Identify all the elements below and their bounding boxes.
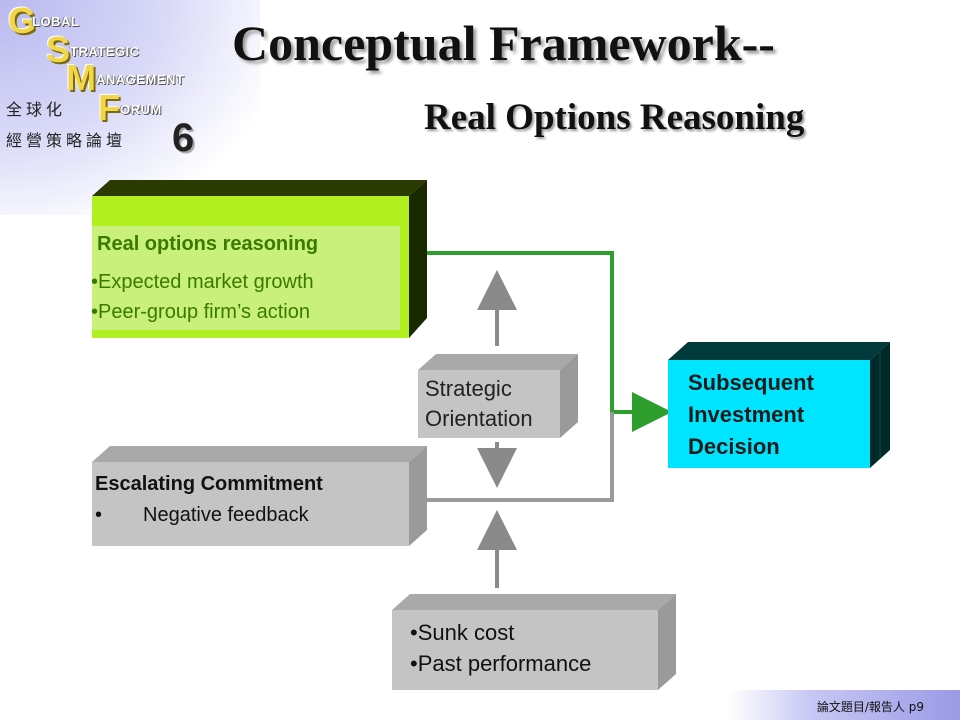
escalating-box-top (92, 446, 427, 462)
investment-box-top (668, 342, 890, 360)
footer-bar: 論文題目/報告人 p9 (728, 690, 960, 720)
logo-letter-m: M (66, 57, 96, 98)
logo-letter-s: S (46, 29, 71, 70)
footer-text: 論文題目/報告人 p9 (816, 700, 924, 714)
investment-box-front (668, 360, 870, 468)
sunk-cost-box-side (658, 594, 676, 690)
logo-word-anagement: ANAGEMENT (96, 72, 185, 87)
subsequent-investment-box (668, 342, 890, 468)
logo-letter-f: F (98, 87, 120, 128)
logo-number: 6 (172, 116, 195, 160)
sunk-cost-box (392, 594, 676, 690)
real-options-box-top (92, 180, 427, 196)
escalating-item-text: Negative feedback (143, 504, 309, 526)
escalating-box-side (409, 446, 427, 546)
investment-decision-line: Investment (688, 402, 805, 427)
escalating-commitment-item: • Negative feedback (95, 504, 309, 527)
real-options-box-inner (92, 226, 400, 330)
investment-decision-line: Subsequent (688, 370, 814, 395)
logo-word-lobal: LOBAL (32, 14, 80, 29)
escalating-commitment-title: Escalating Commitment (95, 473, 323, 495)
green-connector-arrow (427, 251, 672, 432)
investment-decision-line: Decision (688, 434, 780, 459)
logo-word-orum: ORUM (120, 102, 162, 117)
sunk-cost-item: •Sunk cost (410, 620, 515, 645)
strategic-box-side (560, 354, 578, 438)
logo-cjk-line1: 全球化 (6, 100, 67, 119)
slide-title: Conceptual Framework-- (232, 15, 775, 71)
sunk-cost-item: •Past performance (410, 651, 592, 676)
real-options-item: •Peer-group firm’s action (91, 301, 310, 323)
real-options-title: Real options reasoning (97, 233, 319, 255)
logo-background (0, 0, 260, 215)
strategic-orientation-line: Orientation (425, 406, 533, 431)
real-options-box (92, 180, 427, 338)
sunk-cost-box-top (392, 594, 676, 610)
logo-cjk-line2: 經營策略論壇 (6, 131, 127, 150)
sunk-cost-box-front (392, 610, 658, 690)
escalating-box-front (92, 462, 409, 546)
bullet: • (95, 504, 103, 526)
strategic-box-front (418, 370, 560, 438)
gray-connector-line (409, 412, 614, 502)
strategic-orientation-box (418, 354, 578, 438)
strategic-orientation-line: Strategic (425, 376, 512, 401)
real-options-box-side (409, 180, 427, 338)
strategic-box-top (418, 354, 578, 370)
real-options-item: •Expected market growth (91, 271, 314, 293)
logo-letter-g: G (8, 0, 37, 41)
escalating-commitment-box (92, 446, 427, 546)
logo-word-trategic: TRATEGIC (70, 44, 140, 59)
slide-subtitle: Real Options Reasoning (424, 97, 805, 138)
